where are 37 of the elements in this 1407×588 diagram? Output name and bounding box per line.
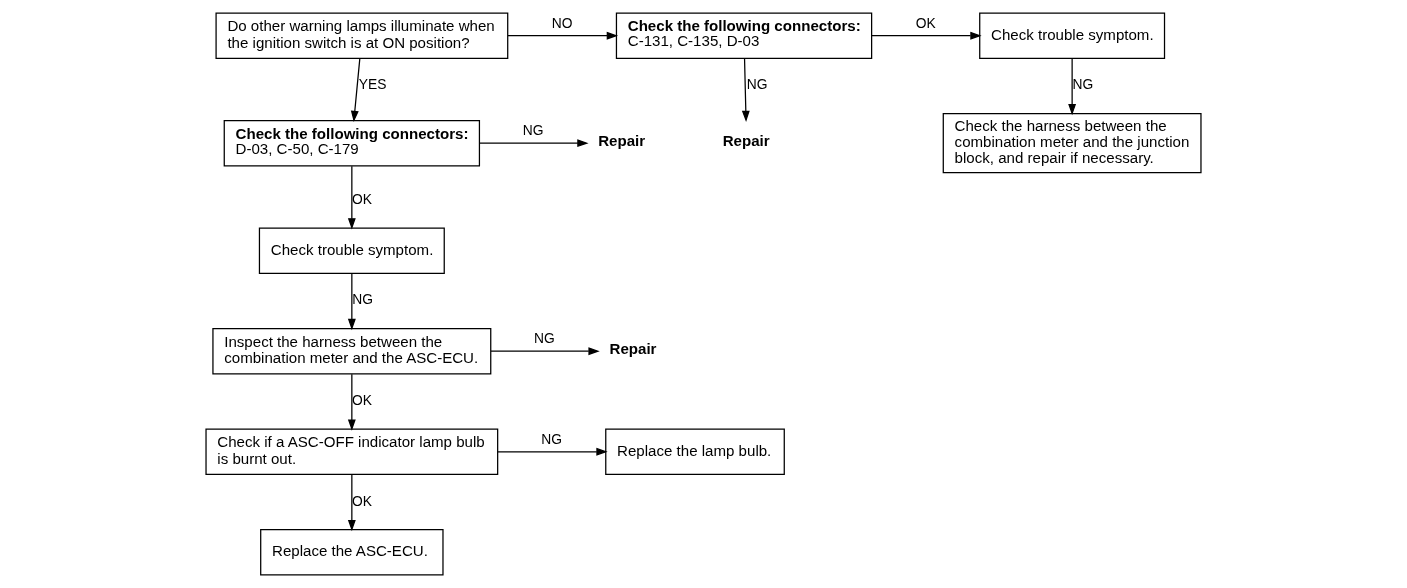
node-box: Check the harness between the combination meter and the junction block, and repair if necessary. — [942, 113, 1202, 174]
edge-label: NG — [541, 430, 563, 447]
edge-label: NO — [551, 14, 573, 31]
node-box: Check trouble symptom. — [979, 12, 1166, 59]
edge-label: OK — [351, 190, 372, 207]
node-box: Replace the lamp bulb. — [605, 428, 785, 475]
arrow — [507, 31, 619, 40]
node-box: Check if a ASC-OFF indicator lamp bulb is burnt out. — [205, 428, 499, 475]
arrow — [347, 373, 356, 431]
edge-label: OK — [351, 492, 372, 509]
arrow — [871, 31, 982, 40]
arrow — [347, 165, 356, 230]
arrow — [497, 447, 608, 456]
arrow — [350, 58, 361, 123]
edge-label: YES — [358, 76, 387, 93]
edge-label: NG — [352, 291, 373, 308]
node-box: Check trouble symptom. — [258, 227, 445, 274]
node-box: Check the following connectors: D-03, C-50, C-179 — [223, 119, 481, 167]
node-box: Do other warning lamps illuminate when the ignition switch is at ON position? — [215, 12, 509, 59]
edge-label: NG — [534, 330, 555, 347]
arrow — [1068, 58, 1077, 116]
node-text: Repair — [722, 131, 770, 149]
arrow — [347, 474, 356, 532]
node-text: Repair — [609, 339, 657, 357]
arrow — [478, 139, 589, 148]
edge-label: NG — [746, 76, 768, 93]
edge-label: NG — [1072, 76, 1094, 93]
edge-label: OK — [915, 14, 936, 31]
node-text: Repair — [598, 131, 646, 149]
node-box: Inspect the harness between the combination meter and the ASC-ECU. — [212, 327, 492, 375]
node-box: Replace the ASC-ECU. — [260, 529, 444, 576]
arrow — [490, 347, 600, 356]
arrow — [741, 58, 750, 123]
edge-label: OK — [351, 392, 372, 408]
node-box: Check the following connectors: C-131, C-135, D-03 — [615, 12, 873, 59]
arrow — [347, 273, 356, 331]
edge-label: NG — [522, 122, 544, 139]
